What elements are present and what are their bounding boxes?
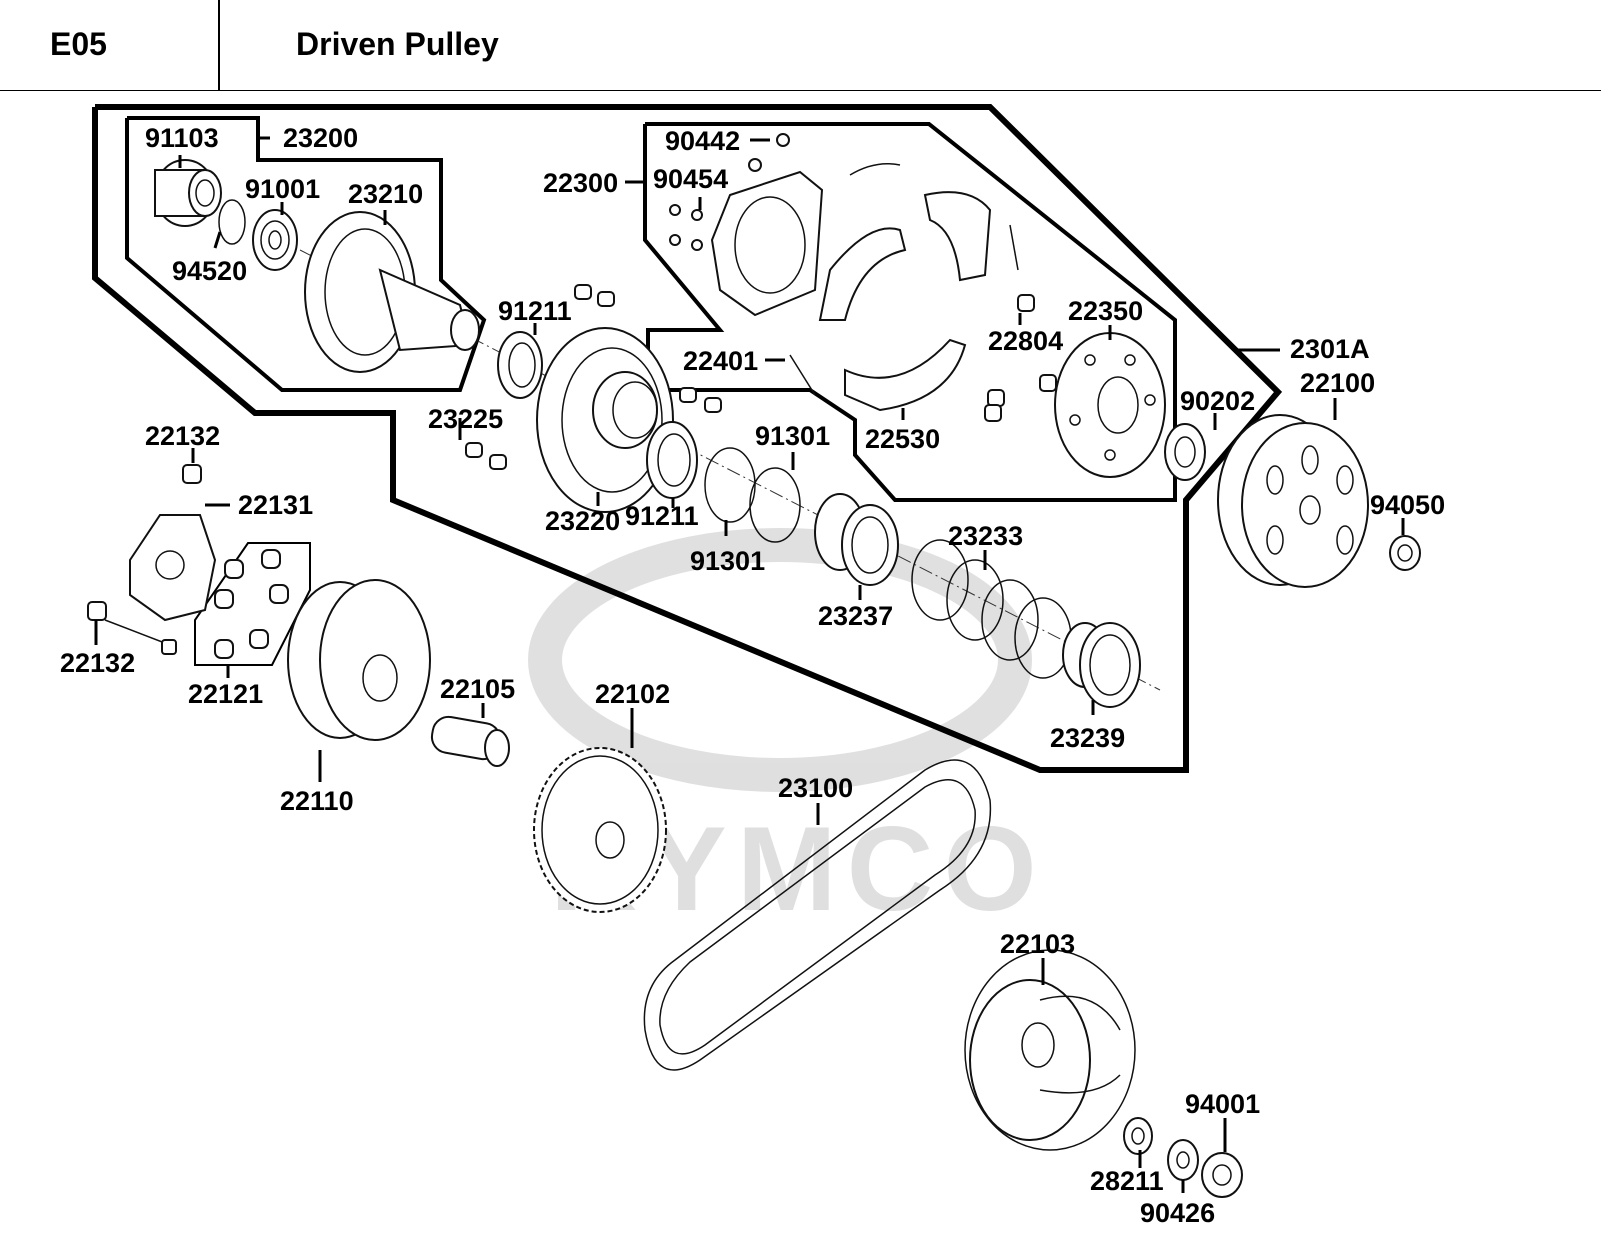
page-title: Driven Pulley (296, 26, 499, 62)
assembly-outline-2301A (92, 104, 1283, 773)
drive-face-bushing-part (430, 715, 510, 767)
movable-driven-face-part (536, 327, 674, 513)
label-22401: 22401 (683, 346, 758, 376)
clutch-outer-part (1217, 414, 1369, 588)
clutch-plate-part (669, 133, 824, 317)
oil-seal-part-upper (497, 331, 543, 399)
circlip-part (218, 199, 246, 245)
label-91301-lower: 91301 (690, 546, 765, 576)
label-94001: 94001 (1185, 1089, 1260, 1119)
label-90454: 90454 (653, 164, 728, 194)
needle-bearing-part (154, 159, 222, 227)
washer-part (1167, 1139, 1199, 1181)
guide-pins-part (465, 284, 722, 470)
label-22102: 22102 (595, 679, 670, 709)
label-23220: 23220 (545, 506, 620, 536)
label-23200: 23200 (283, 123, 358, 153)
weight-rollers-part (214, 549, 289, 659)
label-22121: 22121 (188, 679, 263, 709)
label-94520: 94520 (172, 256, 247, 286)
label-22131: 22131 (238, 490, 313, 520)
axis-line (299, 249, 1161, 691)
label-22804: 22804 (988, 326, 1063, 356)
label-23225: 23225 (428, 404, 503, 434)
part-number-labels: 91103 23200 91001 23210 94520 90442 2230… (60, 123, 1445, 1228)
label-90202: 90202 (1180, 386, 1255, 416)
label-94050: 94050 (1370, 490, 1445, 520)
label-2301A: 2301A (1290, 334, 1370, 364)
label-22110: 22110 (280, 786, 354, 816)
label-23239: 23239 (1050, 723, 1125, 753)
drive-face-nut-part (1201, 1152, 1243, 1198)
label-28211: 28211 (1090, 1166, 1164, 1196)
label-91211-lower: 91211 (625, 501, 699, 531)
label-91301-upper: 91301 (755, 421, 830, 451)
oil-seal-part-lower (646, 421, 698, 499)
driven-spring-part (911, 539, 1072, 679)
spring-seat-part (1062, 622, 1141, 708)
label-22105: 22105 (440, 674, 515, 704)
clutch-carrier-plate-part (1054, 332, 1166, 478)
label-91211-upper: 91211 (498, 296, 572, 326)
label-22350: 22350 (1068, 296, 1143, 326)
label-90442: 90442 (665, 126, 740, 156)
label-91103: 91103 (145, 123, 219, 153)
drive-face-washer-part (1123, 1117, 1153, 1155)
clutch-nut-part (1389, 535, 1421, 571)
spring-collar-part (814, 493, 899, 586)
label-91001: 91001 (245, 174, 320, 204)
label-22132-lower: 22132 (60, 648, 135, 678)
label-22530: 22530 (865, 424, 940, 454)
movable-drive-face-part (287, 579, 431, 741)
label-22100: 22100 (1300, 368, 1375, 398)
section-code: E05 (50, 26, 107, 62)
o-ring-part-a (704, 447, 756, 523)
subassembly-outline-22300 (643, 122, 1177, 502)
fixed-driven-face-part (304, 211, 480, 373)
drive-face-fan-part (964, 949, 1136, 1151)
label-23237: 23237 (818, 601, 893, 631)
label-90426: 90426 (1140, 1198, 1215, 1228)
flange-nut-part (1164, 423, 1206, 481)
ramp-plate-part (129, 514, 217, 622)
header-divider (218, 0, 220, 90)
roller-set-box-22121 (194, 542, 311, 666)
drive-belt-part (643, 759, 992, 1071)
label-22132-upper: 22132 (145, 421, 220, 451)
label-23233: 23233 (948, 521, 1023, 551)
clutch-shoes-part (789, 163, 1019, 412)
page-header: E05 Driven Pulley (0, 0, 1601, 91)
label-22300: 22300 (543, 168, 618, 198)
ball-bearing-part (252, 209, 298, 271)
label-23100: 23100 (778, 773, 853, 803)
kick-starter-gear-part (533, 747, 667, 913)
clutch-roller-pins-part (984, 294, 1057, 422)
leader-lines (94, 136, 1405, 1193)
o-ring-part-b (749, 467, 801, 543)
label-23210: 23210 (348, 179, 423, 209)
label-22103: 22103 (1000, 929, 1075, 959)
